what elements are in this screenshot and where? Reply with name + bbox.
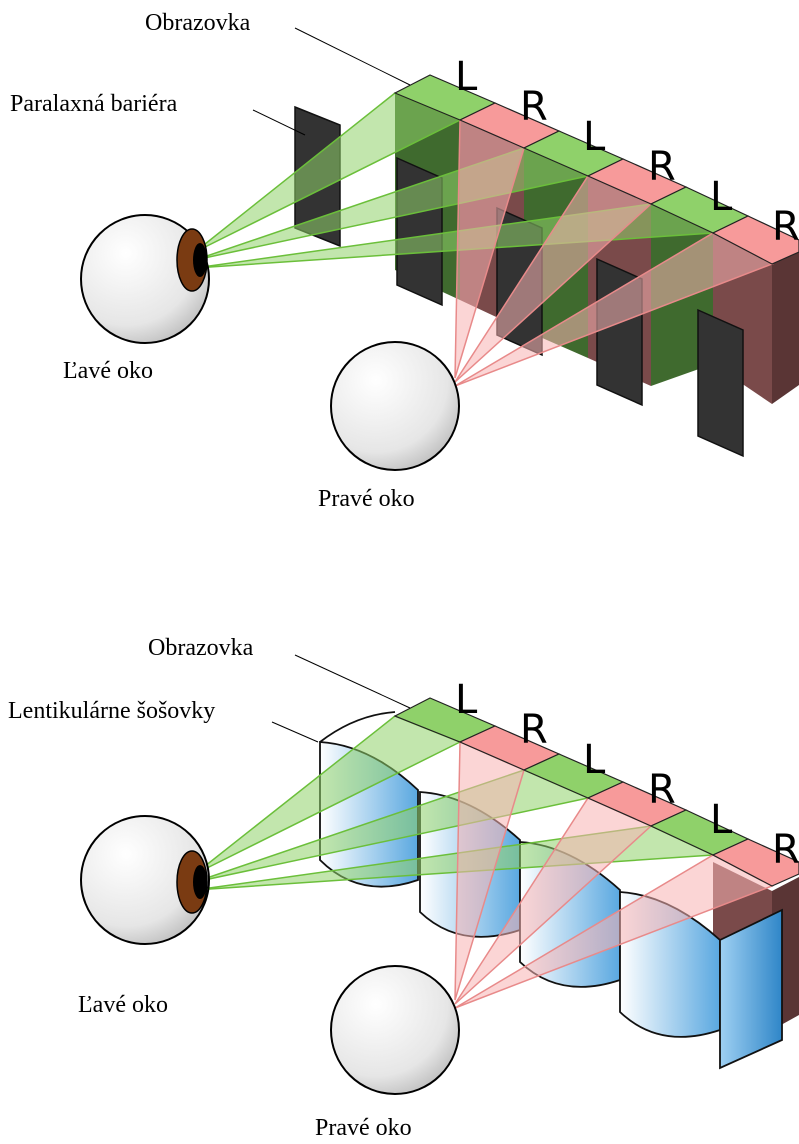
right-eye	[330, 341, 460, 471]
right-eye-label: Pravé oko	[318, 486, 415, 512]
pixel-letter: L	[455, 677, 478, 723]
lens-leader-line	[271, 721, 319, 743]
pixel-letter: L	[583, 737, 606, 783]
screen-pixels	[393, 74, 799, 265]
screen-leader-line	[294, 27, 411, 86]
screen-leader-line	[294, 654, 411, 709]
screen-pixels	[393, 697, 799, 887]
pixel-letter: R	[520, 707, 548, 753]
pixel-letter: R	[648, 767, 676, 813]
left-eye-label: Ľavé oko	[78, 992, 168, 1018]
pixel-letter: L	[583, 114, 606, 160]
pixel-letter: R	[648, 144, 676, 190]
lens-end-block	[719, 908, 783, 1070]
pixel-right-3	[711, 838, 799, 887]
left-eye	[80, 815, 210, 945]
pixel-letter: L	[455, 54, 478, 100]
pixel-letter: R	[772, 204, 799, 250]
pixel-right-3	[711, 215, 799, 265]
right-eye-rays	[454, 118, 774, 387]
pixel-letter: R	[520, 84, 548, 130]
barrier-leader-line	[252, 109, 306, 136]
screen-label: Obrazovka	[145, 10, 251, 36]
barrier-label: Paralaxná bariéra	[10, 91, 178, 117]
lenticular-lens-diagram: L R L R L R Obrazovka Lentikulárne šošov…	[8, 635, 799, 1141]
pupil-icon	[193, 865, 207, 899]
left-eye	[80, 214, 210, 344]
right-eye	[330, 965, 460, 1095]
pixel-letter: L	[710, 174, 733, 220]
left-eye-label: Ľavé oko	[63, 358, 153, 384]
parallax-barrier-diagram: L R L R L R Obrazovka Paralaxná bariéra …	[10, 10, 799, 512]
screen-label: Obrazovka	[148, 635, 254, 661]
pupil-icon	[193, 243, 207, 277]
right-eye-label: Pravé oko	[315, 1115, 412, 1141]
pixel-letter: L	[710, 797, 733, 843]
pixel-letter: R	[772, 827, 799, 873]
lens-label: Lentikulárne šošovky	[8, 698, 215, 724]
